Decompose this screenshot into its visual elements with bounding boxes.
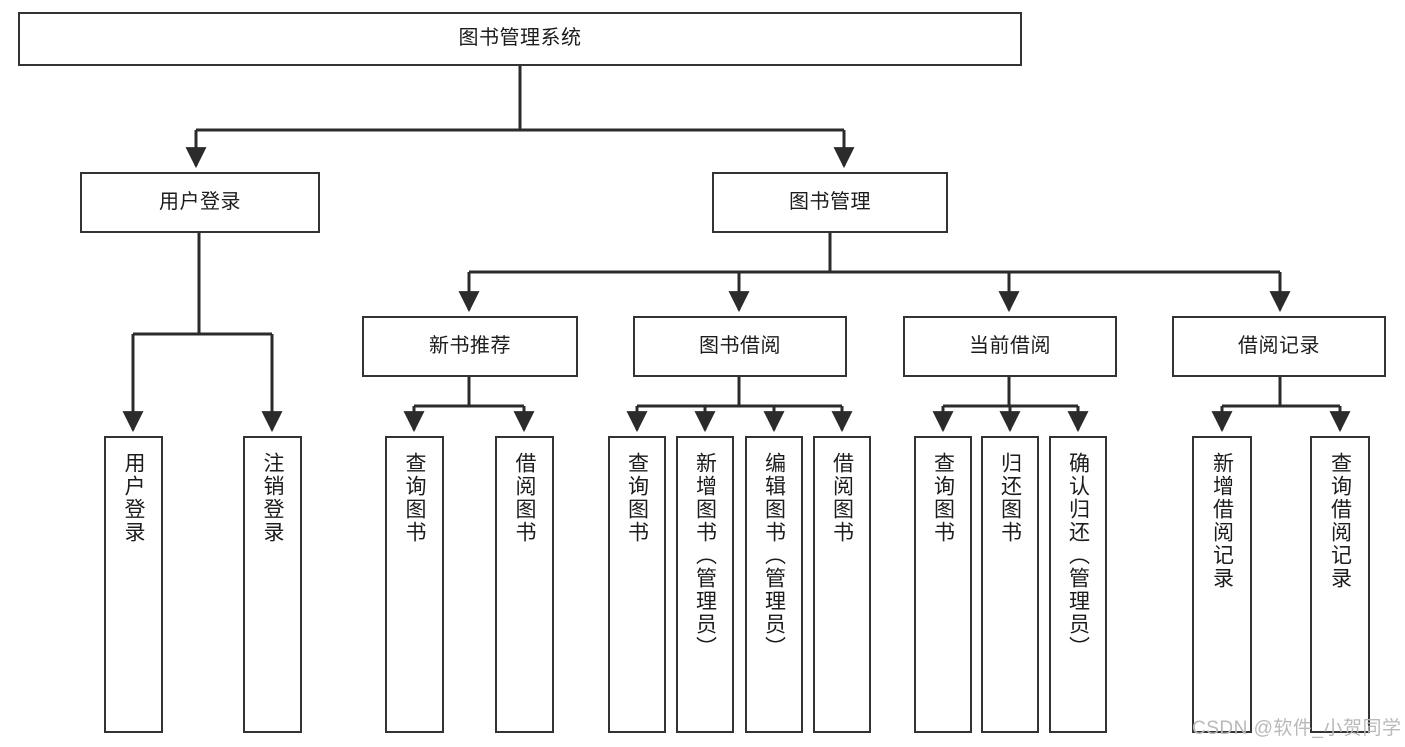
node-root[interactable]: 图书管理系统 xyxy=(18,12,1022,66)
node-book-manage-label: 图书管理 xyxy=(789,190,871,213)
node-book-borrow-label: 图书借阅 xyxy=(699,334,781,357)
node-leaf-borrow-book-1[interactable]: 借阅图书 xyxy=(495,436,554,733)
node-leaf-query-book-1-label: 查询图书 xyxy=(403,452,426,544)
node-leaf-confirm-return[interactable]: 确认归还（管理员） xyxy=(1049,436,1107,733)
node-root-label: 图书管理系统 xyxy=(458,27,582,50)
node-leaf-logout-label: 注销登录 xyxy=(261,452,284,544)
node-leaf-query-book-3-label: 查询图书 xyxy=(931,452,955,544)
node-leaf-borrow-book-2-label: 借阅图书 xyxy=(830,452,854,544)
node-leaf-query-book-3[interactable]: 查询图书 xyxy=(914,436,972,733)
node-leaf-add-record-label: 新增借阅记录 xyxy=(1210,452,1234,590)
node-new-book-rec[interactable]: 新书推荐 xyxy=(362,316,578,377)
node-leaf-borrow-book-2[interactable]: 借阅图书 xyxy=(813,436,871,733)
node-leaf-add-book-label: 新增图书（管理员） xyxy=(693,452,717,659)
node-leaf-query-book-1[interactable]: 查询图书 xyxy=(385,436,444,733)
node-leaf-user-login-label: 用户登录 xyxy=(122,452,145,544)
node-leaf-add-book[interactable]: 新增图书（管理员） xyxy=(676,436,734,733)
node-leaf-query-book-2[interactable]: 查询图书 xyxy=(608,436,666,733)
node-leaf-confirm-return-label: 确认归还（管理员） xyxy=(1066,452,1090,659)
node-leaf-query-book-2-label: 查询图书 xyxy=(625,452,649,544)
node-leaf-user-login[interactable]: 用户登录 xyxy=(104,436,163,733)
node-current-borrow[interactable]: 当前借阅 xyxy=(903,316,1117,377)
node-leaf-logout[interactable]: 注销登录 xyxy=(243,436,302,733)
node-current-borrow-label: 当前借阅 xyxy=(969,334,1051,357)
node-book-borrow[interactable]: 图书借阅 xyxy=(633,316,847,377)
node-leaf-add-record[interactable]: 新增借阅记录 xyxy=(1192,436,1252,733)
node-leaf-query-record-label: 查询借阅记录 xyxy=(1328,452,1352,590)
node-borrow-record[interactable]: 借阅记录 xyxy=(1172,316,1386,377)
node-leaf-return-book-label: 归还图书 xyxy=(998,452,1022,544)
node-book-manage[interactable]: 图书管理 xyxy=(712,172,948,233)
node-borrow-record-label: 借阅记录 xyxy=(1238,334,1320,357)
node-leaf-edit-book-label: 编辑图书（管理员） xyxy=(762,452,786,659)
node-new-book-rec-label: 新书推荐 xyxy=(429,334,511,357)
node-user-login[interactable]: 用户登录 xyxy=(80,172,320,233)
node-leaf-query-record[interactable]: 查询借阅记录 xyxy=(1310,436,1370,733)
node-leaf-edit-book[interactable]: 编辑图书（管理员） xyxy=(745,436,803,733)
node-leaf-borrow-book-1-label: 借阅图书 xyxy=(513,452,536,544)
node-leaf-return-book[interactable]: 归还图书 xyxy=(981,436,1039,733)
node-user-login-label: 用户登录 xyxy=(159,190,241,213)
